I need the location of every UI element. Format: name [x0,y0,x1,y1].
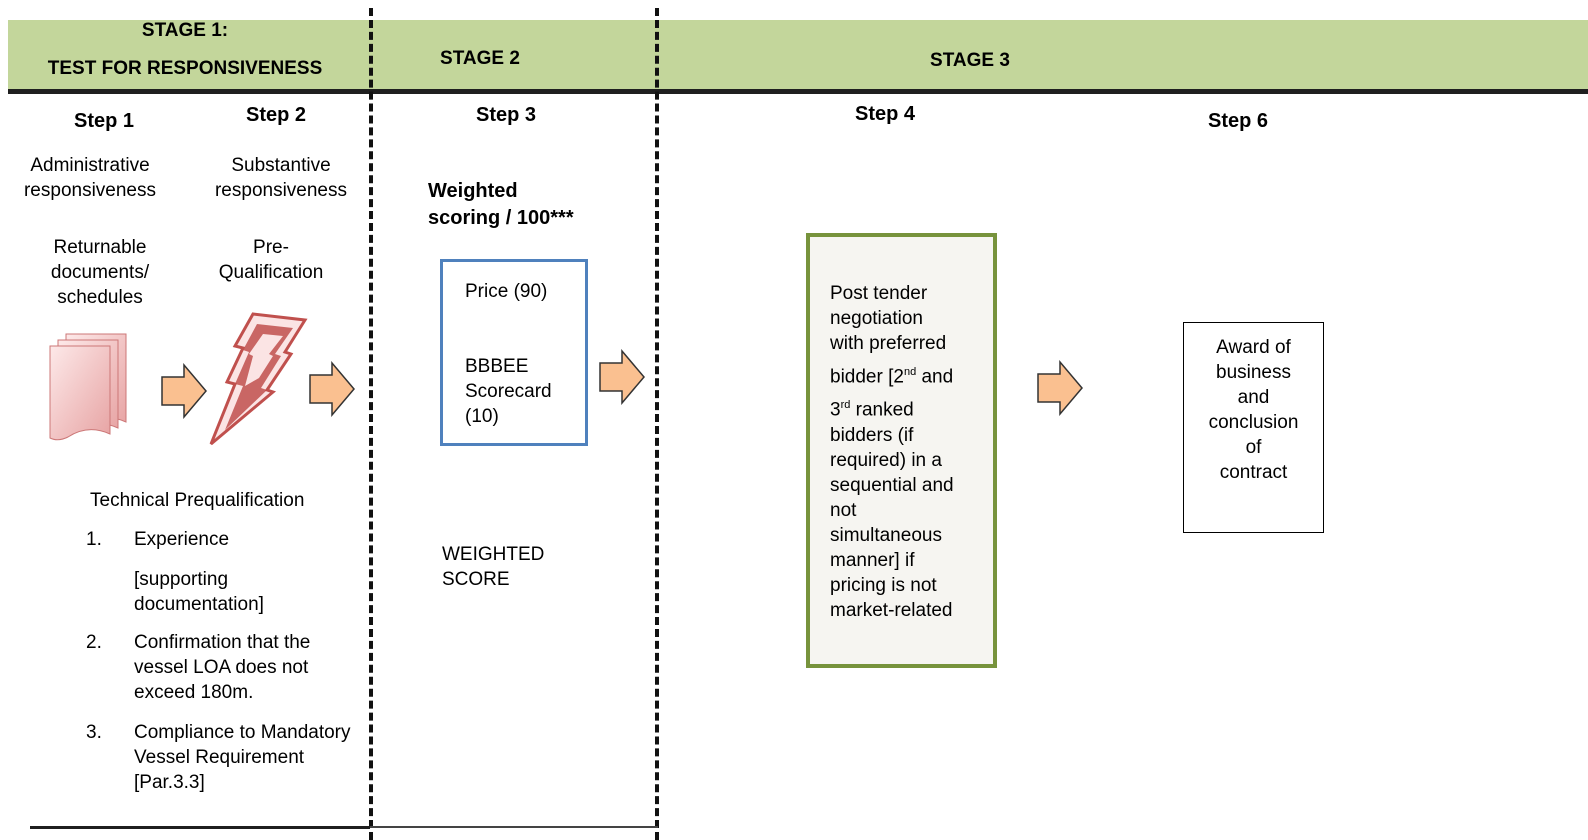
weighted-score-label: WEIGHTED SCORE [442,542,544,592]
step4-line5-sup: rd [840,399,851,412]
bbbee-line3: (10) [465,406,499,427]
tech-item-2-line3: exceed 180m. [134,682,254,703]
step6-line5: of [1245,437,1262,458]
tech-item-3-line2: Vessel Requirement [134,747,305,768]
tech-item-3-number: 3. [86,722,102,743]
bbbee-criterion: BBBEE Scorecard (10) [465,354,552,429]
tech-item-3-line3: [Par.3.3] [134,772,205,793]
stage-banner [8,20,1588,90]
step4-line8: sequential and [830,474,954,496]
price-criterion: Price (90) [465,281,548,302]
tech-item-1-support: [supporting documentation] [134,567,264,617]
step4-line10: simultaneous [830,524,942,546]
step4-line1: Post tender [830,283,928,304]
technical-prequalification-title: Technical Prequalification [90,490,305,511]
step2-label: Step 2 [246,104,307,126]
post-tender-text: Post tender negotiation with preferred b… [830,281,954,623]
step4-line5: 3rd ranked [830,393,954,422]
post-tender-negotiation-box: Post tender negotiation with preferred b… [806,233,997,668]
step1-line2: responsiveness [23,180,157,201]
step4-line9: not [830,499,857,521]
stage-divider-2 [655,8,659,840]
documents-icon [49,333,127,441]
tech-item-1-support-line2: documentation] [134,594,264,615]
step4-label: Step 4 [855,103,916,125]
step4-line4-b: and [916,366,954,388]
step1-documents: Returnable documents/ schedules [20,235,180,310]
scoring-criteria-box: Price (90) BBBEE Scorecard (10) [440,259,588,446]
step6-line2: business [1216,362,1291,383]
step1-line1: Administrative [30,155,150,176]
step4-line5-b: ranked [850,399,914,421]
step4-line11: manner] if [830,549,915,571]
arrow-right-icon [599,349,645,405]
weighted-score-line2: SCORE [442,569,510,590]
tech-item-3-text: Compliance to Mandatory Vessel Requireme… [134,720,351,795]
bottom-line-mid [370,826,658,828]
step6-line6: contract [1219,462,1288,483]
step4-line7: required) in a [830,449,942,471]
arrow-right-icon [1037,360,1083,416]
step6-line3: and [1237,387,1270,408]
step4-line6: bidders (if [830,424,914,446]
stage1-title-line2: TEST FOR RESPONSIVENESS [47,58,323,79]
bottom-line-left [30,826,370,829]
step2-prequalification: Pre- Qualification [196,235,346,285]
step1-description: Administrative responsiveness [10,153,170,203]
step4-line4-a: bidder [2 [830,366,904,388]
weighted-scoring-heading-line2: scoring / 100*** [428,207,574,229]
step2-pq-line1: Pre- [253,237,289,258]
tech-item-3-line1: Compliance to Mandatory [134,722,351,743]
step6-line4: conclusion [1208,412,1299,433]
step4-line5-a: 3 [830,399,841,421]
bbbee-line2: Scorecard [465,381,552,402]
tech-item-2-text: Confirmation that the vessel LOA does no… [134,630,310,705]
tech-item-2-line2: vessel LOA does not [134,657,309,678]
step4-line2: negotiation [830,308,923,329]
step4-line3: with preferred [830,333,947,354]
bbbee-line1: BBBEE [465,356,529,377]
stage2-title: STAGE 2 [440,48,520,69]
step2-line1: Substantive [231,155,331,176]
weighted-scoring-heading: Weighted scoring / 100*** [428,178,574,232]
step3-label: Step 3 [476,104,537,126]
step6-line1: Award of [1216,337,1291,358]
step4-line4-sup: nd [903,366,917,378]
arrow-right-icon [161,363,207,419]
tech-item-2-number: 2. [86,632,102,653]
step4-line4: bidder [2nd and [830,360,954,389]
step2-description: Substantive responsiveness [196,153,366,203]
tech-item-1-support-line1: [supporting [134,569,229,590]
stage-divider-1 [369,8,373,840]
tech-item-1-number: 1. [86,529,102,550]
step2-line2: responsiveness [214,180,348,201]
tech-item-2-line1: Confirmation that the [134,632,311,653]
step1-doc-line2: documents/ [50,262,150,283]
stage1-title-line1: STAGE 1: [141,20,229,41]
step1-doc-line3: schedules [57,287,143,308]
tech-item-1-text: Experience [134,529,230,550]
step1-doc-line1: Returnable [53,237,147,258]
step6-label: Step 6 [1208,110,1269,132]
weighted-scoring-heading-line1: Weighted [428,180,518,202]
lightning-icon [209,312,308,446]
step2-pq-line2: Qualification [218,262,324,283]
step4-line13: market-related [830,599,953,621]
arrow-right-icon [309,361,355,417]
step1-label: Step 1 [74,110,135,132]
step4-line12: pricing is not [830,574,937,596]
award-text: Award of business and conclusion of cont… [1184,335,1323,485]
award-of-business-box: Award of business and conclusion of cont… [1183,322,1324,533]
stage3-title: STAGE 3 [930,50,1010,71]
banner-divider [8,89,1588,94]
weighted-score-line1: WEIGHTED [442,544,545,565]
